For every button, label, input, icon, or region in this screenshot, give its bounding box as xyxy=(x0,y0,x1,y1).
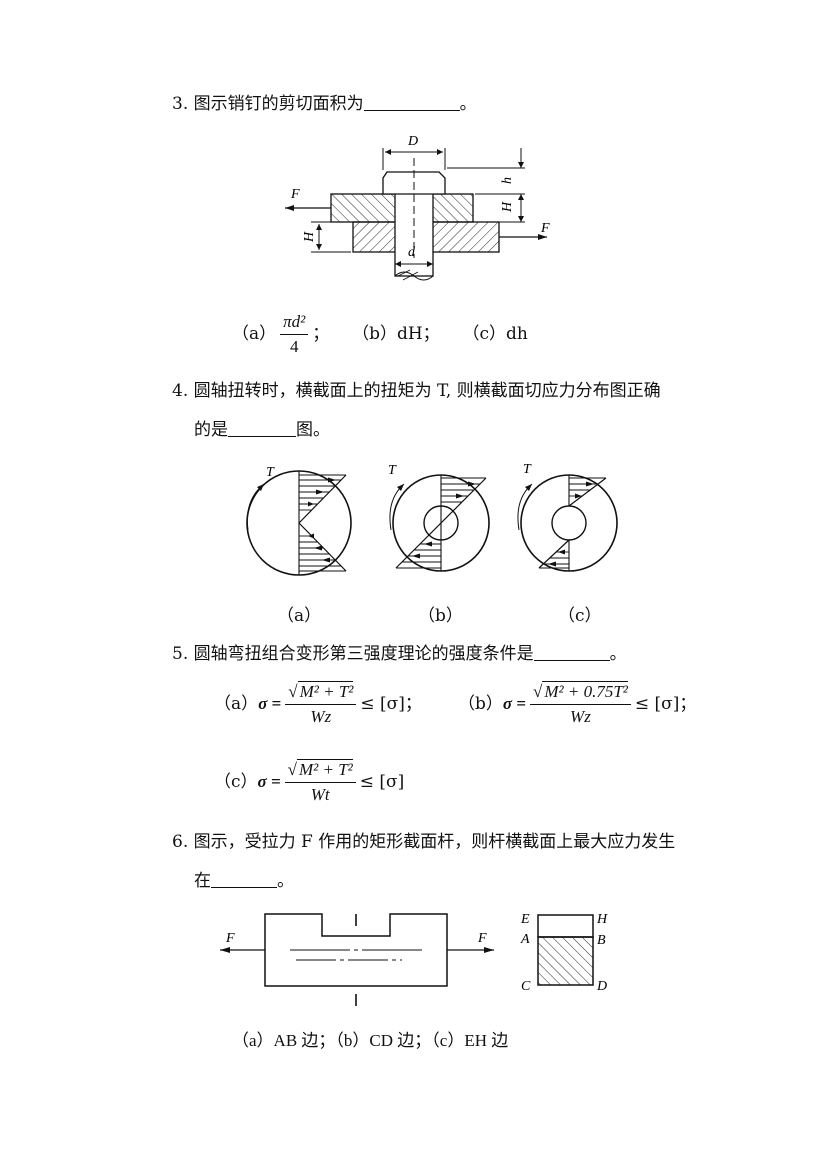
cross-section-hatched xyxy=(537,936,594,986)
label-H-right: H xyxy=(500,201,515,213)
label-F-right: F xyxy=(540,221,550,236)
fig-b-T: T xyxy=(388,463,397,478)
label-H: H xyxy=(596,912,608,927)
q4-label-b[interactable]: （b） xyxy=(418,606,463,626)
fig-b: T xyxy=(388,463,490,572)
q4-label-a[interactable]: （a） xyxy=(277,606,322,626)
q4-line2: 的是图。 xyxy=(194,419,330,440)
label-A: A xyxy=(520,932,530,947)
q3-option-b[interactable]: （b）dH； xyxy=(352,324,440,344)
q4-label-c[interactable]: （c） xyxy=(558,606,602,626)
q5-stem: 5. 圆轴弯扭组合变形第三强度理论的强度条件是。 xyxy=(172,643,627,664)
q3-blank[interactable] xyxy=(363,93,460,111)
label-h: h xyxy=(500,177,515,184)
q6-bar-figure: F F E H A B C D xyxy=(220,912,608,1006)
q3-pin-figure: D h H H F F d xyxy=(285,134,550,281)
label-H-left: H xyxy=(302,231,317,243)
q3-end: 。 xyxy=(459,94,477,114)
q5-a-num: M² + T² xyxy=(297,681,354,701)
label-D: D xyxy=(407,134,418,149)
q3-stem: 3. 图示销钉的剪切面积为 。 xyxy=(172,93,477,115)
q5-b-num: M² + 0.75T² xyxy=(542,681,628,701)
q5-c-den: Wt xyxy=(310,785,330,804)
q5-c-num: M² + T² xyxy=(296,759,353,779)
label-C: C xyxy=(521,979,531,994)
label-B: B xyxy=(597,933,606,948)
cross-section-top xyxy=(537,914,594,938)
q3-option-c[interactable]: （c）dh xyxy=(462,324,528,344)
fig-c-T: T xyxy=(523,462,532,477)
label-d: d xyxy=(408,245,416,260)
q5-b-den: Wz xyxy=(570,707,591,726)
q6-line1: 6. 图示，受拉力 F 作用的矩形截面杆，则杆横截面上最大应力发生 xyxy=(172,832,676,852)
q4-blank[interactable] xyxy=(228,419,296,437)
q5-a-den: Wz xyxy=(310,707,332,726)
fig-c: T xyxy=(517,462,618,572)
q5-blank[interactable] xyxy=(533,643,610,661)
fig-a: T xyxy=(246,465,352,576)
q6-line2: 在。 xyxy=(194,870,294,891)
q3-a-den: 4 xyxy=(289,337,299,356)
bar-F-left: F xyxy=(225,931,235,946)
q3-a-num: πd² xyxy=(280,312,309,335)
fig-a-T: T xyxy=(266,465,275,480)
q4-torsion-figures: T T xyxy=(246,462,618,576)
label-E: E xyxy=(520,912,530,927)
q4-line1: 4. 圆轴扭转时，横截面上的扭矩为 T, 则横截面切应力分布图正确 xyxy=(172,381,661,401)
label-D: D xyxy=(596,979,607,994)
q3-text: 3. 图示销钉的剪切面积为 xyxy=(172,94,364,114)
bar-F-right: F xyxy=(477,931,487,946)
q6-blank[interactable] xyxy=(211,870,277,888)
label-F-left: F xyxy=(290,187,300,202)
q6-options[interactable]: （a）AB 边；（b）CD 边；（c）EH 边 xyxy=(232,1031,509,1050)
